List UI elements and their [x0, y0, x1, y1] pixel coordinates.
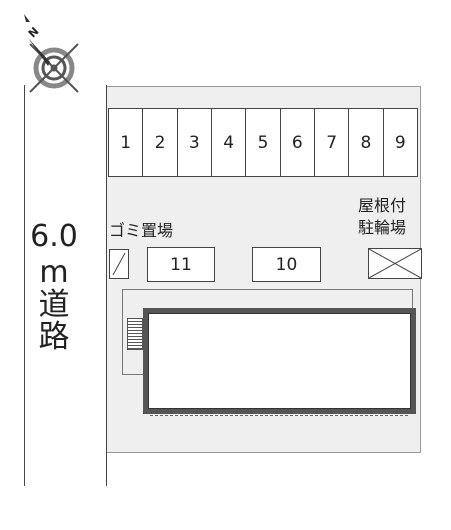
road-label-line2: 路 — [38, 319, 70, 355]
compass-rose-icon — [24, 14, 79, 93]
parking-space[interactable]: 1 — [109, 109, 144, 176]
building-dashed-edge — [150, 415, 408, 416]
road-edge-left — [24, 85, 25, 486]
parking-space[interactable]: 3 — [178, 109, 212, 176]
bike-parking-box[interactable] — [368, 248, 422, 279]
road-width-unit: m — [39, 255, 69, 290]
parking-space-11[interactable]: 11 — [147, 247, 215, 282]
compass: N — [18, 12, 90, 96]
road-label-line1: 道 — [38, 287, 70, 323]
garbage-area-slash-icon — [112, 252, 126, 276]
stairs-icon — [127, 318, 143, 350]
parking-space[interactable]: 5 — [246, 109, 281, 176]
garbage-area-box[interactable] — [109, 249, 129, 279]
garbage-area-label: ゴミ置場 — [109, 221, 174, 240]
parking-space[interactable]: 8 — [349, 109, 384, 176]
parking-space[interactable]: 7 — [315, 109, 350, 176]
parking-space[interactable]: 9 — [394, 132, 406, 153]
parking-space[interactable]: 6 — [281, 109, 315, 176]
building-main[interactable] — [143, 308, 416, 414]
parking-space[interactable]: 4 — [212, 109, 247, 176]
parking-space[interactable]: 2 — [143, 109, 178, 176]
parking-space-10[interactable]: 10 — [252, 247, 321, 282]
bike-parking-label-line1: 屋根付 — [358, 196, 407, 215]
road-width-value: 6.0 — [30, 219, 78, 254]
bike-parking-cross-icon — [369, 249, 421, 278]
bike-parking-label-line2: 駐輪場 — [358, 218, 407, 237]
parking-spaces-row: 1 2 3 4 5 6 7 8 9 — [108, 108, 418, 177]
road-edge-right — [106, 85, 107, 486]
